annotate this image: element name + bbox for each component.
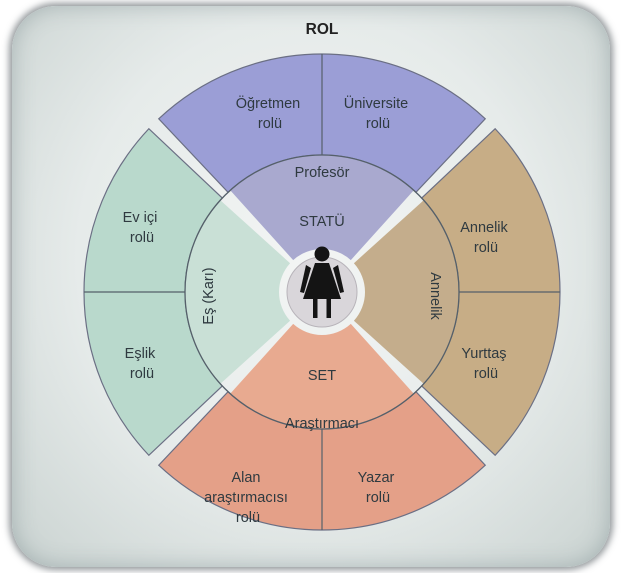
woman-figure-icon xyxy=(300,246,344,318)
role-label-yazar: Yazar rolü xyxy=(358,470,399,506)
status-label-annelik: Annelik xyxy=(427,272,443,320)
status-label-set: SET xyxy=(308,368,336,384)
bottom-inner-sector xyxy=(230,323,414,429)
role-label-alan-arastirmacisi: Alan araştırmacısı rolü xyxy=(204,470,292,526)
status-label-statu: STATÜ xyxy=(299,212,344,230)
status-label-profesor: Profesör xyxy=(295,165,350,181)
role-label-universite: Üniversite rolü xyxy=(344,94,413,132)
diagram-title: ROL xyxy=(306,21,339,38)
left-inner-sector xyxy=(184,200,291,384)
status-label-es-kari: Eş (Karı) xyxy=(201,267,217,324)
role-label-ogretmen: Öğretmen rolü xyxy=(236,94,305,132)
role-label-annelik: Annelik rolü xyxy=(460,220,512,256)
role-label-yurttas: Yurttaş rolü xyxy=(461,346,510,382)
role-label-eslik: Eşlik rolü xyxy=(125,346,160,382)
role-label-ev-ici: Ev içi rolü xyxy=(123,210,162,246)
right-inner-sector xyxy=(353,200,460,384)
top-inner-sector xyxy=(230,155,414,261)
status-label-arastirmaci: Araştırmacı xyxy=(285,416,359,432)
